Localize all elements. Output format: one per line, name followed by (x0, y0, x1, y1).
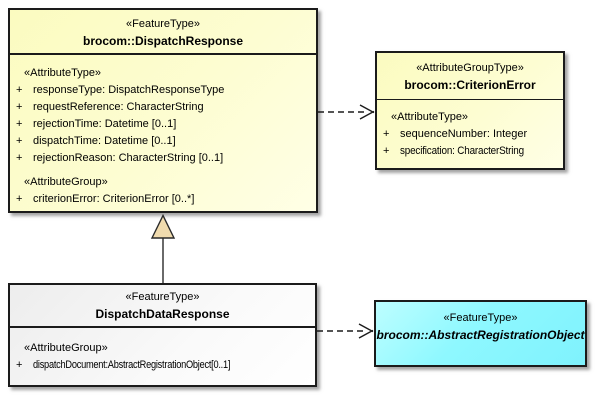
stereotype-label: «FeatureType» (125, 291, 200, 303)
attribute-row: + dispatchTime: Datetime [0..1] (10, 133, 316, 150)
attribute-row: + requestReference: CharacterString (10, 99, 316, 116)
attributes-compartment: «AttributeType» + responseType: Dispatch… (10, 55, 316, 208)
attribute-text: rejectionTime: Datetime [0..1] (33, 118, 177, 130)
attribute-row: + criterionError: CriterionError [0..*] (10, 191, 316, 208)
class-name: brocom::DispatchResponse (82, 34, 244, 48)
visibility-marker: + (16, 135, 23, 147)
attribute-row: + responseType: DispatchResponseType (10, 82, 316, 99)
attribute-text: criterionError: CriterionError [0..*] (33, 193, 195, 205)
attribute-text: dispatchTime: Datetime [0..1] (33, 135, 176, 147)
generalization-triangle (150, 213, 176, 239)
class-header: «FeatureType» DispatchDataResponse (10, 285, 315, 328)
class-name: brocom::AbstractRegistrationObject (376, 328, 585, 342)
stereotype-label: «FeatureType» (126, 18, 200, 30)
stereotype-label: «AttributeGroupType» (416, 62, 524, 74)
attributes-compartment: «AttributeType» + sequenceNumber: Intege… (377, 100, 563, 160)
dependency-arrow-dispatchdataresponse-abstractregistrationobject[interactable] (317, 323, 374, 339)
class-name: DispatchDataResponse (95, 307, 230, 321)
visibility-marker: + (16, 84, 23, 96)
attribute-text: rejectionReason: CharacterString [0..1] (33, 152, 224, 164)
attribute-row: + sequenceNumber: Integer (377, 126, 563, 143)
visibility-marker: + (16, 193, 23, 205)
visibility-marker: + (16, 359, 23, 371)
class-header: «AttributeGroupType» brocom::CriterionEr… (377, 53, 563, 100)
dependency-arrow-dispatchresponse-criterionerror[interactable] (318, 104, 375, 120)
attribute-text: responseType: DispatchResponseType (33, 84, 225, 96)
attribute-text: sequenceNumber: Integer (400, 128, 528, 140)
visibility-marker: + (383, 128, 390, 140)
class-name: brocom::CriterionError (404, 78, 536, 92)
attribute-text: dispatchDocument:AbstractRegistrationObj… (33, 359, 231, 371)
attributes-compartment: «AttributeGroup» + dispatchDocument:Abst… (10, 328, 315, 374)
section-heading: «AttributeGroup» (24, 176, 108, 188)
visibility-marker: + (16, 101, 23, 113)
section-heading: «AttributeGroup» (24, 342, 108, 354)
attribute-text: requestReference: CharacterString (33, 101, 204, 113)
class-box-dispatch-data-response[interactable]: «FeatureType» DispatchDataResponse «Attr… (8, 283, 317, 387)
class-box-criterion-error[interactable]: «AttributeGroupType» brocom::CriterionEr… (375, 51, 565, 170)
visibility-marker: + (16, 152, 23, 164)
attribute-text: specification: CharacterString (400, 145, 524, 157)
visibility-marker: + (383, 145, 390, 157)
class-box-abstract-registration-object[interactable]: «FeatureType» brocom::AbstractRegistrati… (374, 300, 587, 367)
attribute-row: + rejectionReason: CharacterString [0..1… (10, 150, 316, 167)
attribute-row: + specification: CharacterString (377, 143, 563, 160)
attribute-row: + rejectionTime: Datetime [0..1] (10, 116, 316, 133)
section-heading: «AttributeType» (24, 67, 102, 79)
stereotype-label: «FeatureType» (443, 312, 518, 324)
class-header: «FeatureType» brocom::DispatchResponse (10, 10, 316, 55)
section-heading: «AttributeType» (391, 111, 469, 123)
attribute-row: + dispatchDocument:AbstractRegistrationO… (10, 357, 315, 374)
generalization-arrow-dispatchdataresponse-dispatchresponse[interactable] (150, 213, 176, 284)
class-box-dispatch-response[interactable]: «FeatureType» brocom::DispatchResponse «… (8, 8, 318, 213)
visibility-marker: + (16, 118, 23, 130)
